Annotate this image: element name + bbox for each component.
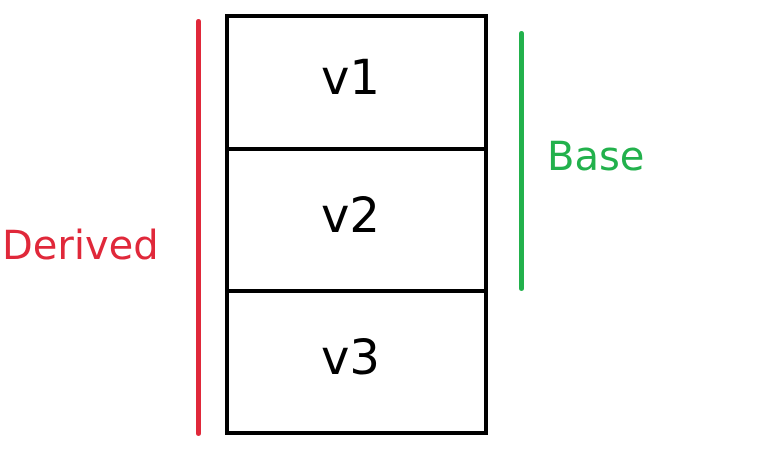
stack-cell-label: v1 xyxy=(321,49,380,106)
stack-cell-label: v3 xyxy=(321,330,380,386)
derived-label: Derived xyxy=(2,223,159,269)
stack-cell-v2: v2 xyxy=(229,151,484,293)
base-bracket-line xyxy=(519,31,524,291)
stack-cell-label: v2 xyxy=(321,188,380,244)
stack-cell-v3: v3 xyxy=(229,293,484,431)
vtable-stack: v1 v2 v3 xyxy=(225,14,488,435)
derived-bracket-line xyxy=(196,19,201,436)
stack-cell-v1: v1 xyxy=(229,18,484,151)
base-label: Base xyxy=(547,134,645,180)
